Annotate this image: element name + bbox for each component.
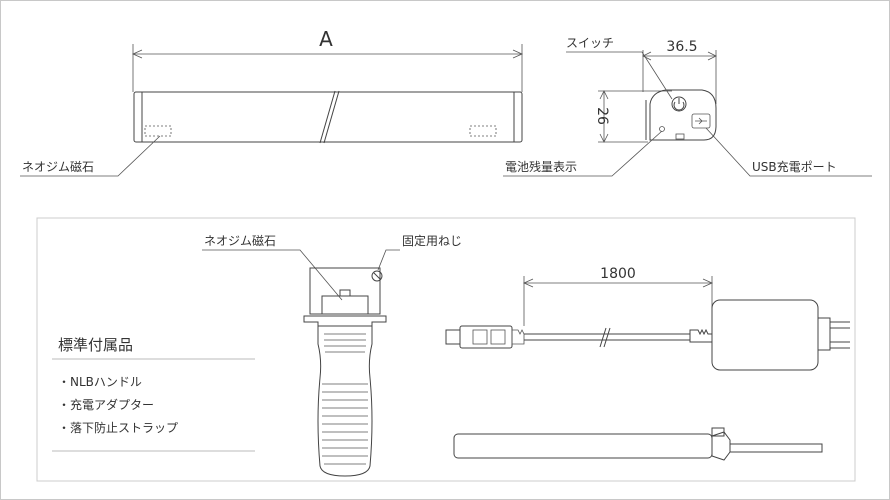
battery-label: 電池残量表示	[505, 160, 577, 174]
usb-plug-icon	[472, 329, 488, 345]
strap-drawing	[453, 427, 823, 461]
accessory-list: 標準付属品 ・NLBハンドル ・充電アダプター ・落下防止ストラップ	[52, 336, 255, 452]
height-dimension: 26	[594, 107, 610, 125]
dimension-a-label: A	[319, 27, 333, 51]
light-bar-end-view: 36.5 26 スイッチ 電池残量表示 USB充電ポート	[503, 36, 872, 177]
switch-label: スイッチ	[566, 36, 614, 50]
battery-indicator-icon	[659, 126, 665, 132]
cable-length-dimension: 1800	[600, 266, 636, 282]
power-switch-icon	[671, 96, 687, 112]
light-bar-front-view: A ネオジム磁石	[20, 27, 523, 177]
usb-port-icon	[691, 113, 711, 129]
accessory-title: 標準付属品	[58, 336, 133, 354]
accessory-item: ・充電アダプター	[58, 397, 154, 412]
width-dimension: 36.5	[666, 39, 697, 55]
accessories-panel	[36, 217, 856, 482]
charger-drawing: 1800	[445, 266, 850, 371]
accessory-item: ・NLBハンドル	[58, 375, 142, 389]
magnet-label: ネオジム磁石	[22, 159, 94, 174]
screw-label: 固定用ねじ	[402, 233, 462, 248]
handle-magnet-label: ネオジム磁石	[204, 233, 276, 248]
usb-label: USB充電ポート	[752, 159, 837, 174]
micro-usb-icon	[490, 329, 506, 345]
handle-drawing: ネオジム磁石 固定用ねじ	[202, 233, 462, 477]
accessory-item: ・落下防止ストラップ	[58, 420, 178, 435]
